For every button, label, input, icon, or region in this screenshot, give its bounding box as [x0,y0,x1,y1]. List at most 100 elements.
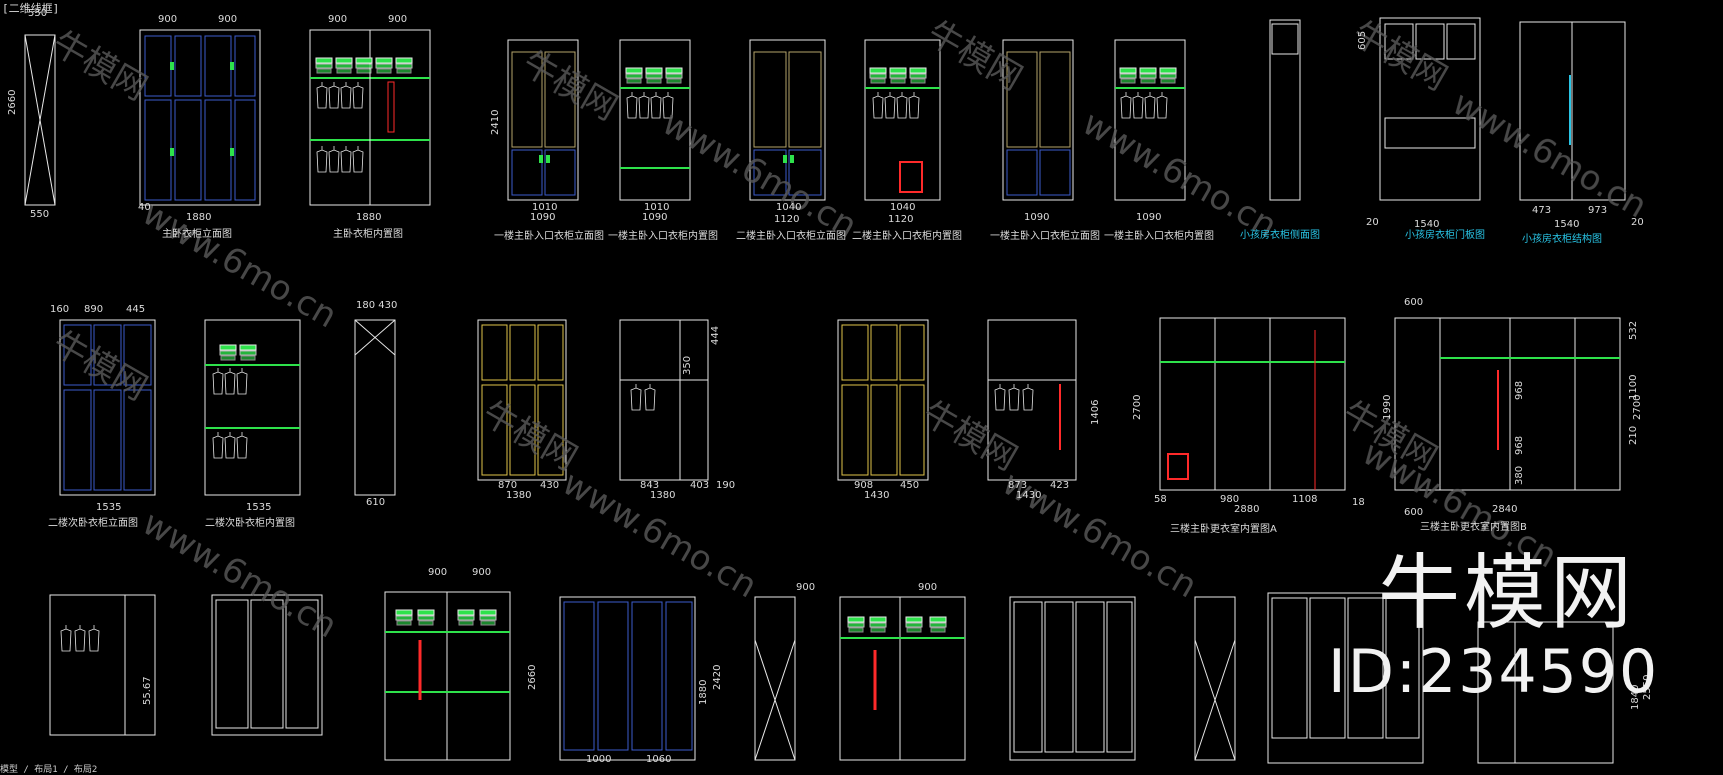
dim-label: 350 [682,356,693,375]
dim-label: 550 [30,209,49,220]
dim-label: 55.67 [142,676,153,705]
drawing-first-floor-entry-interior-1 [619,39,691,201]
dim-label: 968 [1514,436,1525,455]
dim-label: 1090 [1136,212,1161,223]
drawing-kids-room-structure [1519,21,1626,201]
drawing-row3-door-elevation-3 [1009,596,1136,761]
dim-label: 610 [366,497,385,508]
drawing-wardrobe-elevation-a [477,319,567,481]
dim-label: 2840 [1492,504,1517,515]
drawing-row3-interior-2 [839,596,966,761]
dim-label: 20 [1366,217,1379,228]
dim-label: 2880 [1234,504,1259,515]
dim-label: 444 [710,326,721,345]
drawing-kids-room-side [1269,19,1301,201]
dim-label: 210 [1628,426,1639,445]
dim-label: 1090 [642,212,667,223]
watermark-url-3: www.6mo.cn [1076,103,1284,246]
dim-label: 1406 [1090,400,1101,425]
dim-label: 430 [540,480,559,491]
watermark-small-2: 牛模网 [516,43,624,129]
dim-label: 900 [158,14,177,25]
dim-label: 1120 [888,214,913,225]
drawing-master-bedroom-interior [309,29,431,206]
drawing-third-floor-dressing-a [1159,317,1346,491]
dim-label: 1040 [890,202,915,213]
drawing-row3-door-elevation-4 [1267,592,1424,764]
dim-label: 600 [1404,297,1423,308]
watermark-url-1: www.6mo.cn [136,193,344,336]
dim-label: 870 [498,480,517,491]
caption-master-elevation: 主卧衣柜立面图 [162,227,232,240]
dim-label: 1880 [186,212,211,223]
drawing-first-floor-entry-interior-2 [1114,39,1186,201]
dim-label: 900 [918,582,937,593]
caption-guest-elevation: 二楼次卧衣柜立面图 [48,516,138,529]
watermark-logo: 牛模网 [1378,546,1637,641]
dim-label: 1840 [1630,685,1641,710]
caption-dressing-a: 三楼主卧更衣室内置图A [1170,522,1277,535]
dim-label: 2700 [1132,395,1143,420]
dim-label: 160 [50,304,69,315]
drawing-row3-side-2 [1194,596,1236,761]
dim-label: 380 [1514,466,1525,485]
dim-label: 980 [1220,494,1239,505]
caption-entry-int-1: 一楼主卧入口衣柜内置图 [608,229,718,242]
drawing-row3-side-1 [754,596,796,761]
dim-label: 605 [1357,31,1368,50]
dim-label: 473 [1532,205,1551,216]
dim-label: 1430 [1016,490,1041,501]
dim-label: 900 [388,14,407,25]
dim-label: 900 [218,14,237,25]
drawing-kids-room-door [1379,17,1481,201]
dim-label: 1380 [506,490,531,501]
drawing-wardrobe-interior-b [987,319,1077,481]
layout-tabs[interactable]: 模型 / 布局1 / 布局2 [0,765,98,775]
caption-entry-int-3: 一楼主卧入口衣柜内置图 [1104,229,1214,242]
caption-kids-side: 小孩房衣柜侧面图 [1240,228,1320,241]
drawing-row3-door-elevation-2 [559,596,696,761]
drawing-row3-interior-1 [384,591,511,761]
caption-entry-elev-3: 一楼主卧入口衣柜立面图 [990,229,1100,242]
dim-label: 900 [428,567,447,578]
dim-label: 900 [796,582,815,593]
drawing-row3-interior-3 [1477,621,1614,764]
dim-label: 1090 [530,212,555,223]
dim-label: 1990 [1382,395,1393,420]
watermark-url-2: www.6mo.cn [656,103,864,246]
dim-label: 1535 [96,502,121,513]
drawing-third-floor-dressing-b [1394,317,1621,491]
dim-label: 423 [1050,480,1069,491]
caption-kids-structure: 小孩房衣柜结构图 [1522,232,1602,245]
drawing-wardrobe-elevation-b [837,319,929,481]
watermark-small-5: 牛模网 [46,323,154,409]
watermark-small-4: 牛模网 [1346,13,1454,99]
dim-label: 1430 [864,490,889,501]
dim-label: 1880 [356,212,381,223]
dim-label: 873 [1008,480,1027,491]
dim-label: 532 [1628,321,1639,340]
caption-master-interior: 主卧衣柜内置图 [333,227,403,240]
dim-label: 843 [640,480,659,491]
dim-label: 1060 [646,754,671,765]
drawing-master-bedroom-elevation [139,29,261,206]
drawing-second-floor-entry-interior [864,39,941,201]
dim-label: 2660 [7,90,18,115]
watermark-id: ID:234590 [1328,637,1660,707]
dim-label: 2420 [712,665,723,690]
dim-label: 2700 [1632,395,1643,420]
view-mode-tag[interactable]: [二维线框] [2,2,60,15]
dim-label: 190 [716,480,735,491]
dim-label: 973 [1588,205,1607,216]
caption-entry-elev-2: 二楼主卧入口衣柜立面图 [736,229,846,242]
watermark-small-1: 牛模网 [46,23,154,109]
dim-label: 1000 [586,754,611,765]
dim-label: 968 [1514,381,1525,400]
dim-label: 403 [690,480,709,491]
drawing-captions: 主卧衣柜立面图 主卧衣柜内置图 一楼主卧入口衣柜立面图 一楼主卧入口衣柜内置图 … [48,227,1602,535]
dim-label: 550 [28,8,47,19]
dim-label: 58 [1154,494,1167,505]
drawing-second-floor-entry-elevation [749,39,826,201]
caption-guest-interior: 二楼次卧衣柜内置图 [205,516,295,529]
